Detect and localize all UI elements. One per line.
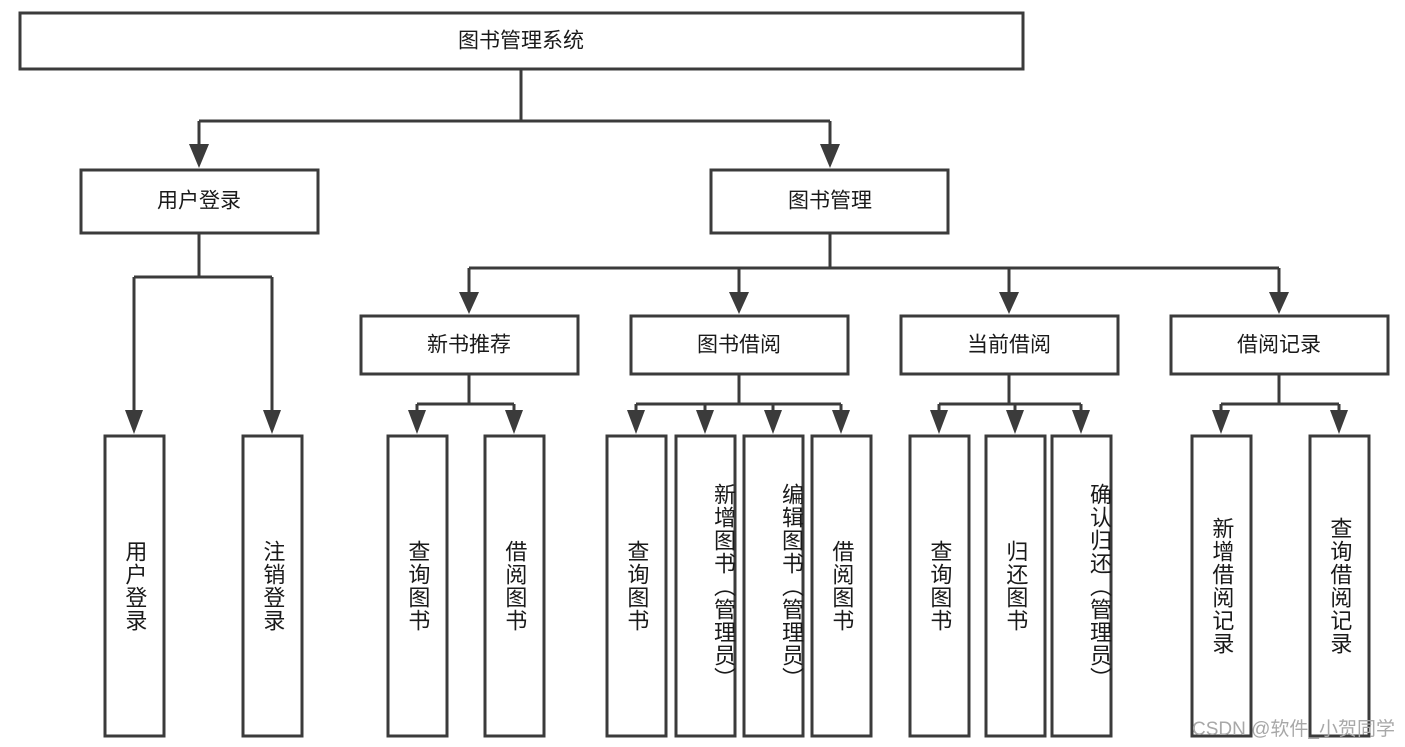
node-new-book-rec-label: 新书推荐: [427, 334, 511, 357]
node-leaf-borrow-book-2-box[interactable]: [810, 434, 873, 738]
node-book-manage[interactable]: 图书管理: [709, 168, 950, 235]
arrowhead-borrow-record: [1269, 292, 1289, 314]
node-new-book-rec[interactable]: 新书推荐: [359, 314, 580, 376]
arrowhead-new-book-rec: [459, 292, 479, 314]
node-leaf-return-book-box[interactable]: [984, 434, 1047, 738]
arrowhead-leaf-query-book-2: [627, 410, 645, 434]
node-book-manage-box[interactable]: [709, 168, 950, 235]
node-leaf-borrow-book-1-box[interactable]: [483, 434, 546, 738]
csdn-watermark: CSDN @软件_小贺同学: [1192, 719, 1395, 740]
node-book-borrow-box[interactable]: [629, 314, 850, 376]
node-root-label: 图书管理系统: [458, 30, 584, 53]
arrowhead-book-manage: [820, 144, 840, 168]
arrowhead-user-login: [189, 144, 209, 168]
node-user-login-label: 用户登录: [157, 190, 241, 213]
arrowhead-leaf-borrow-book-2: [832, 410, 850, 434]
arrowhead-leaf-logout: [263, 410, 281, 434]
node-borrow-record-label: 借阅记录: [1237, 334, 1321, 357]
leaf-box-layer: [103, 434, 1371, 738]
arrowhead-leaf-query-book-3: [930, 410, 948, 434]
arrowhead-leaf-add-record: [1212, 410, 1230, 434]
arrowhead-current-borrow: [999, 292, 1019, 314]
connector-layer: [125, 69, 1348, 434]
arrowhead-leaf-confirm-return: [1072, 410, 1090, 434]
node-book-borrow[interactable]: 图书借阅: [629, 314, 850, 376]
node-leaf-query-book-3-box[interactable]: [908, 434, 971, 738]
node-current-borrow-box[interactable]: [899, 314, 1120, 376]
node-current-borrow[interactable]: 当前借阅: [899, 314, 1120, 376]
node-root-box[interactable]: [18, 11, 1025, 71]
node-leaf-add-book-box[interactable]: [674, 434, 737, 738]
node-borrow-record-box[interactable]: [1169, 314, 1390, 376]
node-leaf-edit-book-box[interactable]: [742, 434, 805, 738]
node-root[interactable]: 图书管理系统: [18, 11, 1025, 71]
node-leaf-confirm-return-box[interactable]: [1050, 434, 1113, 738]
node-leaf-query-record-box[interactable]: [1308, 434, 1371, 738]
node-borrow-record[interactable]: 借阅记录: [1169, 314, 1390, 376]
arrowhead-leaf-query-record: [1330, 410, 1348, 434]
arrowhead-leaf-return-book: [1006, 410, 1024, 434]
node-current-borrow-label: 当前借阅: [967, 334, 1051, 357]
node-leaf-query-book-2-box[interactable]: [605, 434, 668, 738]
node-leaf-user-login-box[interactable]: [103, 434, 166, 738]
node-leaf-add-record-box[interactable]: [1190, 434, 1253, 738]
node-user-login-box[interactable]: [79, 168, 320, 235]
arrowhead-leaf-borrow-book-1: [505, 410, 523, 434]
node-book-borrow-label: 图书借阅: [697, 334, 781, 357]
node-leaf-query-book-1-box[interactable]: [386, 434, 449, 738]
arrowhead-leaf-query-book-1: [408, 410, 426, 434]
arrowhead-book-borrow: [729, 292, 749, 314]
node-user-login[interactable]: 用户登录: [79, 168, 320, 235]
node-new-book-rec-box[interactable]: [359, 314, 580, 376]
arrowhead-leaf-edit-book: [764, 410, 782, 434]
node-leaf-logout-box[interactable]: [241, 434, 304, 738]
node-book-manage-label: 图书管理: [788, 190, 872, 213]
arrowhead-leaf-user-login: [125, 410, 143, 434]
arrowhead-leaf-add-book: [696, 410, 714, 434]
